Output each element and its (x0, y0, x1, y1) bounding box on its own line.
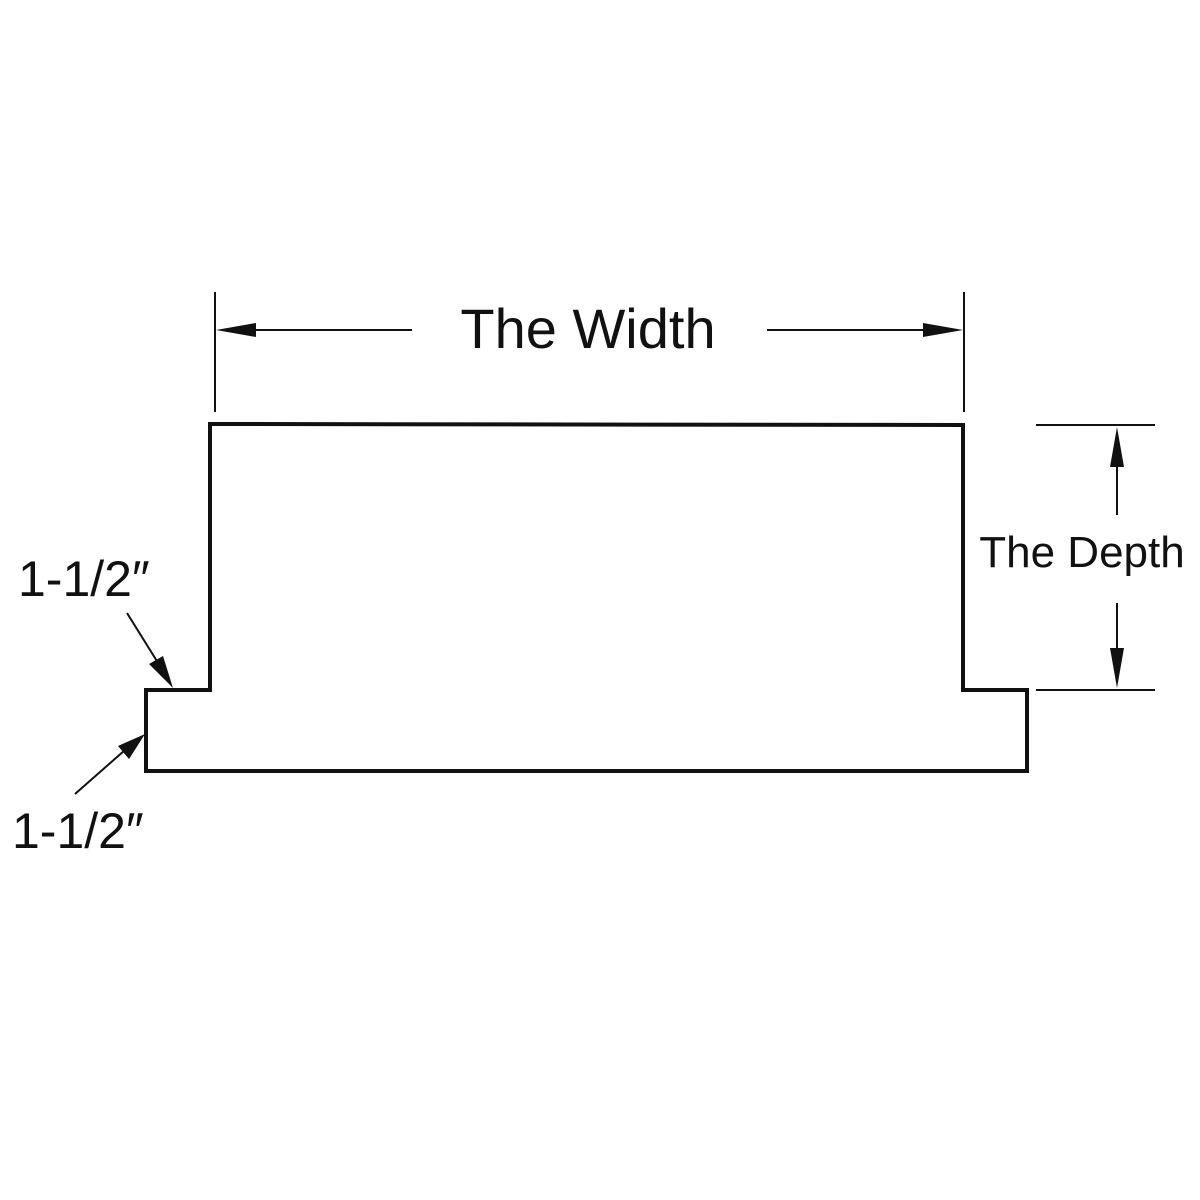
profile-outline (144, 421, 1029, 773)
step-bottom-leader (74, 749, 126, 795)
depth-dimension: The Depth (979, 424, 1185, 691)
step-top-label: 1-1/2″ (18, 551, 150, 607)
step-top-leader (126, 612, 161, 667)
width-arrow-right (923, 323, 963, 337)
depth-arrow-up (1110, 427, 1124, 467)
depth-label: The Depth (979, 528, 1184, 577)
step-top-callout: 1-1/2″ (18, 551, 173, 688)
step-bottom-label: 1-1/2″ (12, 803, 144, 859)
width-arrow-left (216, 323, 256, 337)
width-label: The Width (460, 297, 715, 360)
step-bottom-arrow (118, 734, 145, 759)
step-top-arrow (149, 656, 173, 688)
step-bottom-callout: 1-1/2″ (12, 734, 145, 859)
width-dimension: The Width (214, 292, 965, 412)
depth-arrow-down (1110, 648, 1124, 688)
